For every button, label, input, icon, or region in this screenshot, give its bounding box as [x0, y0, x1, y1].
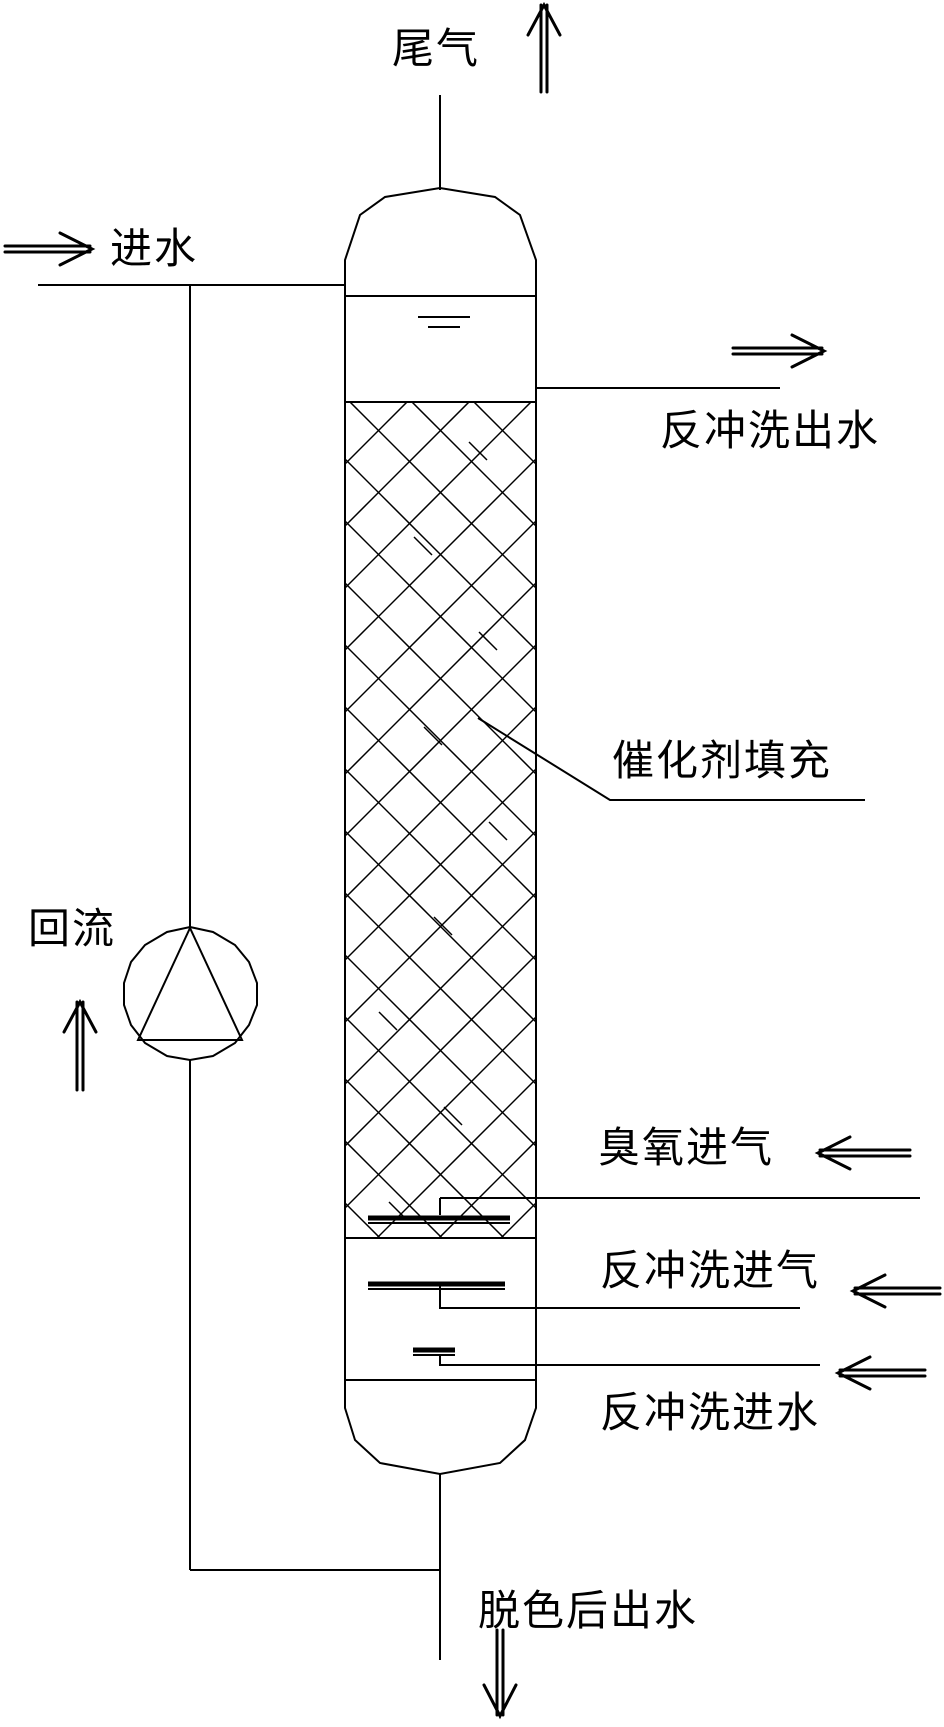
hatch-line — [345, 211, 536, 402]
hatch-line — [345, 1141, 536, 1332]
backwash-inlet-water-label: 反冲洗进水 — [600, 1388, 821, 1437]
hatch-stub — [489, 822, 507, 840]
hatch-line — [345, 273, 536, 464]
backwash-gas-arrow-icon — [853, 1275, 940, 1307]
ozone-inlet-arrow-icon — [818, 1137, 910, 1169]
hatch-line — [345, 521, 536, 712]
catalyst-leader-line — [478, 718, 865, 800]
hatch-line — [345, 769, 536, 960]
hatch-line — [345, 583, 536, 774]
backwash-inlet-gas-label: 反冲洗进气 — [600, 1246, 821, 1295]
backwash-water-arrow-icon — [838, 1357, 925, 1389]
hatch-stub — [379, 1012, 397, 1030]
hatch-line — [345, 645, 536, 836]
reflux-label: 回流 — [28, 904, 117, 953]
hatch-line — [345, 273, 536, 464]
tail-gas-arrow-icon — [528, 5, 560, 92]
column-top-head — [345, 188, 536, 296]
hatch-stub — [424, 727, 442, 745]
backwash-outlet-arrow-icon — [733, 335, 824, 367]
hatch-stub — [434, 917, 452, 935]
hatch-line — [345, 707, 536, 898]
catalyst-packing-label: 催化剂填充 — [612, 736, 833, 785]
decolorized-outlet-water-label: 脱色后出水 — [478, 1586, 699, 1635]
hatch-line — [345, 1017, 536, 1208]
tail-gas-label: 尾气 — [392, 24, 481, 73]
hatch-line — [345, 211, 536, 402]
hatch-stub — [414, 537, 432, 555]
hatch-line — [345, 1203, 536, 1394]
catalyst-packing-hatch — [345, 211, 536, 1580]
inlet-water-arrow-icon — [5, 233, 92, 265]
column-bottom-head — [345, 1390, 536, 1474]
hatch-line — [345, 1203, 536, 1394]
hatch-line — [345, 831, 536, 1022]
backwash-water-line — [440, 1354, 820, 1365]
backwash-gas-line — [440, 1284, 800, 1308]
inlet-water-label: 进水 — [110, 224, 199, 273]
hatch-stub — [479, 632, 497, 650]
hatch-line — [345, 397, 536, 588]
pump-body — [124, 927, 257, 1060]
reflux-arrow-icon — [64, 1002, 96, 1090]
hatch-line — [345, 459, 536, 650]
pump-triangle — [138, 928, 242, 1040]
ozone-inlet-gas-label: 臭氧进气 — [598, 1123, 775, 1172]
hatch-line — [345, 955, 536, 1146]
hatch-line — [345, 335, 536, 526]
backwash-outlet-water-label: 反冲洗出水 — [660, 406, 881, 455]
outlet-water-arrow-icon — [484, 1630, 516, 1716]
hatch-stub — [469, 442, 487, 460]
hatch-stub — [444, 1107, 462, 1125]
hatch-line — [345, 893, 536, 1084]
hatch-line — [345, 1079, 536, 1270]
